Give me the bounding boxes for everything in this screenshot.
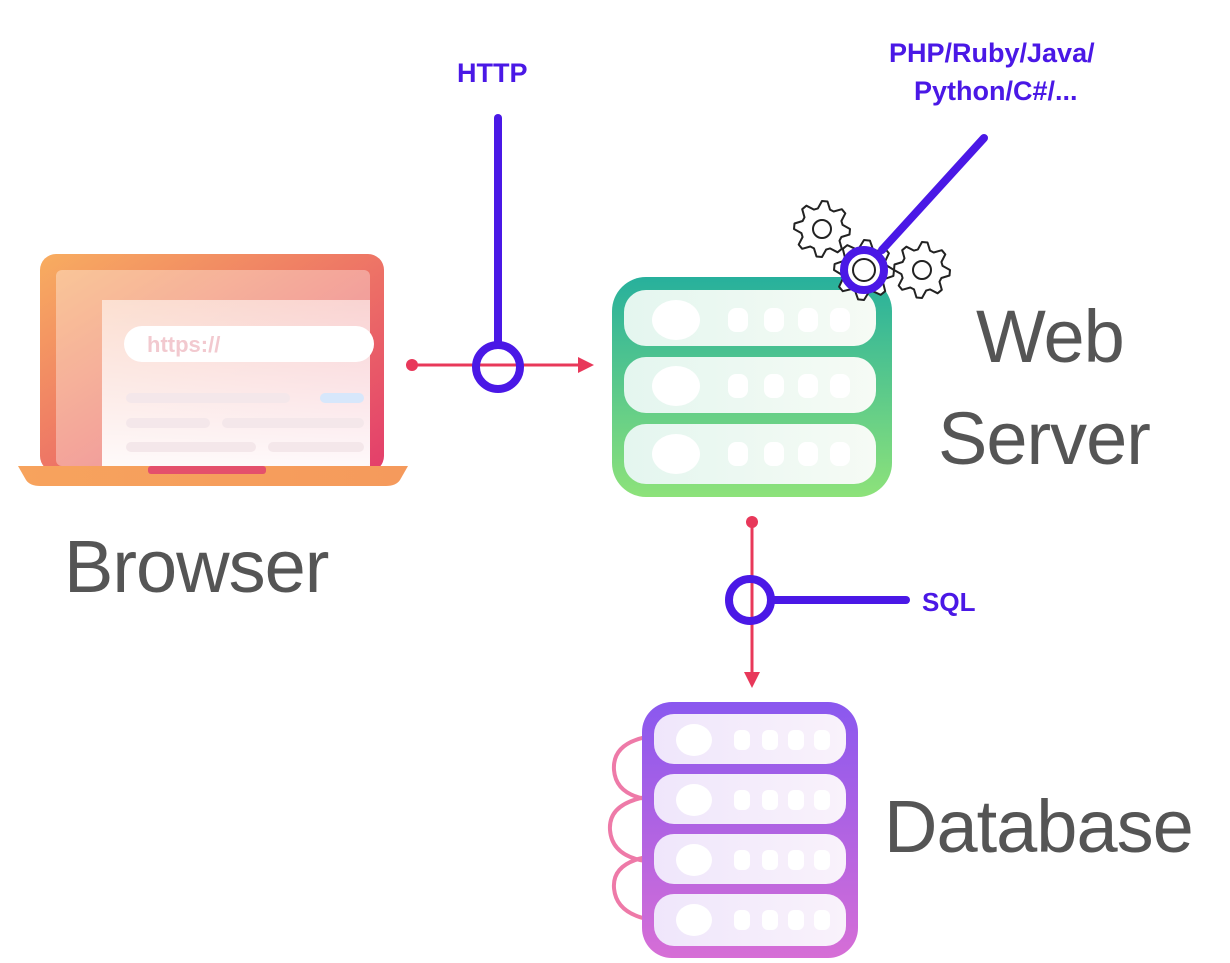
browser-url-text: https:// [147, 332, 220, 357]
gear-hole [812, 219, 832, 239]
database-stack-icon [607, 702, 858, 958]
http-connector [406, 114, 594, 393]
laptop-icon: https:// [18, 254, 408, 486]
languages-label-line1: PHP/Ruby/Java/ [889, 38, 1095, 68]
web-server-label-line2: Server [938, 397, 1151, 480]
web-server-label-line1: Web [976, 295, 1125, 378]
server-stack-icon [612, 277, 892, 497]
browser-label: Browser [64, 525, 329, 608]
sql-connector [725, 516, 910, 688]
database-label: Database [884, 785, 1194, 868]
languages-connector [840, 134, 988, 294]
languages-label-line2: Python/C#/... [914, 76, 1078, 106]
http-label: HTTP [457, 58, 528, 88]
sql-label: SQL [922, 587, 976, 617]
gear-hole [852, 258, 876, 282]
gear-hole [912, 260, 932, 280]
